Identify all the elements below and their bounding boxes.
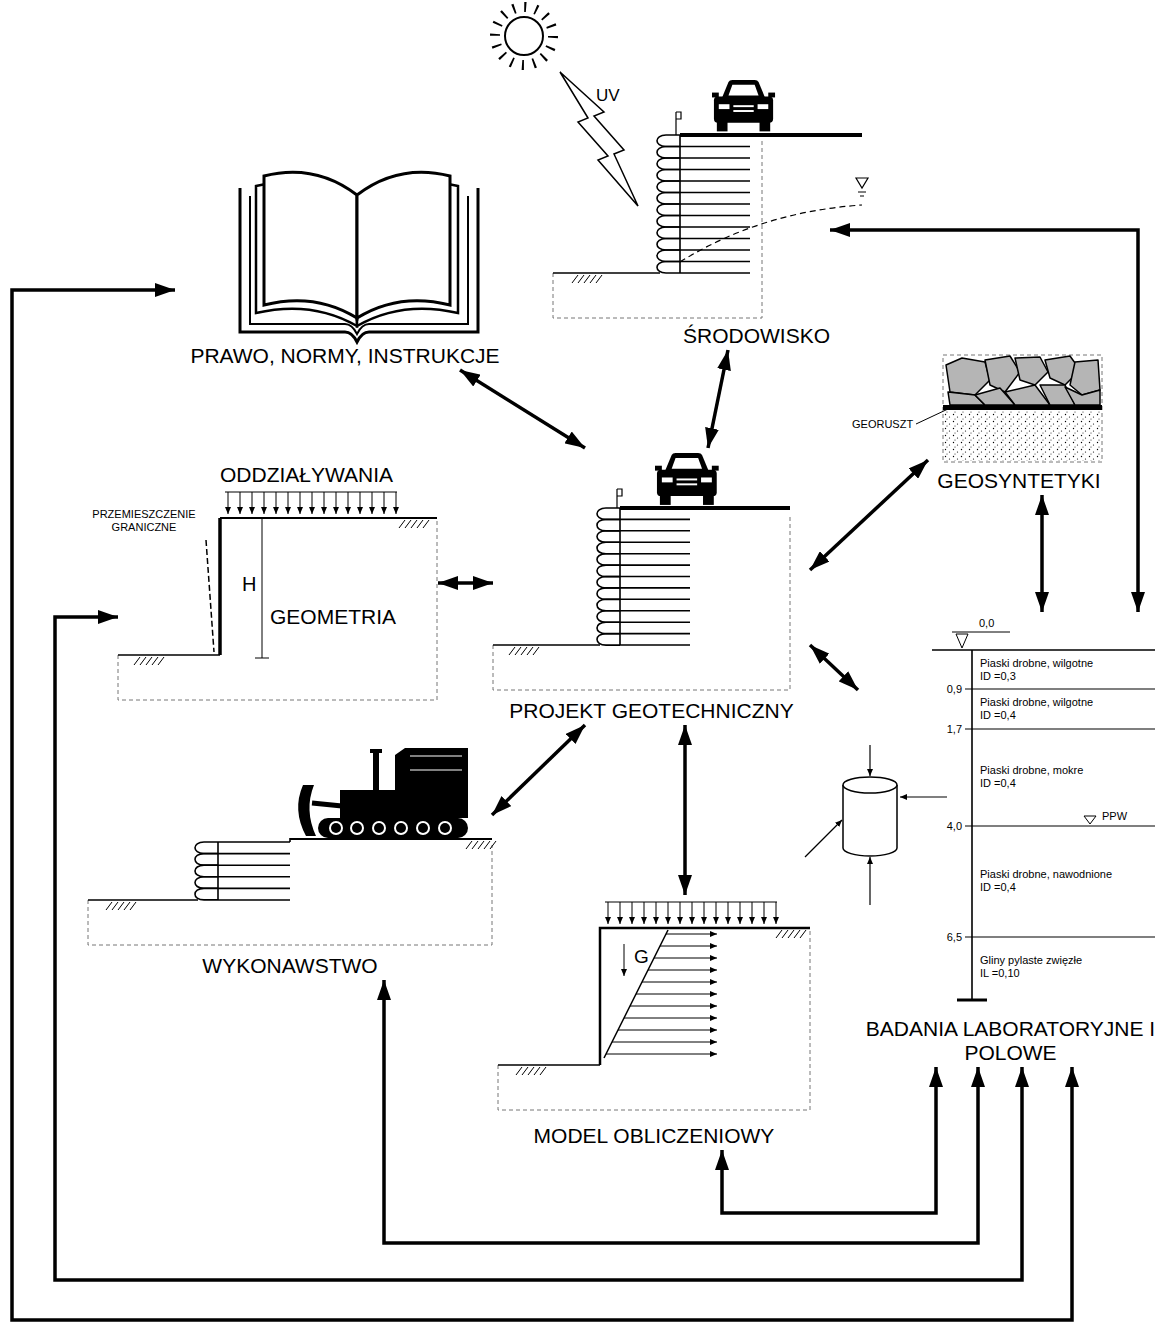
flow-arrow: [492, 725, 585, 815]
layer-description: Piaski drobne, mokre: [980, 764, 1083, 777]
layer-description: Piaski drobne, wilgotne: [980, 657, 1093, 670]
panel-caption: WYKONAWSTWO: [88, 954, 492, 978]
flow-arrow: [683, 725, 687, 895]
model-panel: MODEL OBLICZENIOWY: [498, 895, 810, 1150]
depth-value: 4,0: [947, 820, 962, 833]
geometry-panel: ODDZIAŁYWANIA GEOMETRIA: [118, 462, 438, 702]
layer-index: IL =0,10: [980, 967, 1020, 980]
flow-arrow: [438, 581, 493, 585]
flow-arrow: [830, 230, 1138, 612]
layer-index: ID =0,4: [980, 709, 1016, 722]
load-label: G: [634, 946, 649, 968]
flow-arrow: [1040, 495, 1044, 612]
environment-panel: ŚRODOWISKO: [553, 105, 830, 350]
depth-value: 1,7: [947, 723, 962, 736]
flow-arrow: [708, 350, 728, 448]
depth-value: 0,0: [979, 617, 994, 630]
panel-caption: ŚRODOWISKO: [683, 324, 830, 348]
layer-description: Gliny pylaste zwięzłe: [980, 954, 1082, 967]
layer-index: ID =0,4: [980, 777, 1016, 790]
panel-caption: PROJEKT GEOTECHNICZNY: [493, 699, 810, 723]
flow-arrow: [460, 370, 585, 448]
dimension-label: H: [242, 573, 256, 596]
geosynthetics-panel: GEOSYNTETYKI: [928, 352, 1110, 495]
callout-label: PRZEMIESZCZENIE GRANICZNE: [83, 508, 205, 534]
panel-heading: ODDZIAŁYWANIA: [220, 463, 393, 487]
panel-caption: GEOSYNTETYKI: [928, 469, 1110, 493]
panel-caption: PRAWO, NORMY, INSTRUKCJE: [175, 344, 515, 368]
layer-description: Piaski drobne, nawodnione: [980, 868, 1112, 881]
flow-arrow: [810, 460, 928, 570]
flow-arrow: [55, 617, 1022, 1280]
layer-description: Piaski drobne, wilgotne: [980, 696, 1093, 709]
flow-arrow: [810, 645, 858, 690]
design-panel: PROJEKT GEOTECHNICZNY: [493, 448, 810, 725]
layer-index: ID =0,4: [980, 881, 1016, 894]
depth-value: 0,9: [947, 683, 962, 696]
panel-caption: MODEL OBLICZENIOWY: [498, 1124, 810, 1148]
uv-label: UV: [596, 86, 620, 106]
law-panel: PRAWO, NORMY, INSTRUKCJE: [175, 168, 515, 370]
panel-heading: GEOMETRIA: [270, 605, 396, 629]
depth-value: 6,5: [947, 931, 962, 944]
panel-caption: BADANIA LABORATORYJNE I POLOWE: [858, 1017, 1163, 1065]
water-level-label: PPW: [1102, 810, 1127, 823]
callout-label: GEORUSZT: [852, 418, 913, 431]
layer-index: ID =0,3: [980, 670, 1016, 683]
flow-arrow: [12, 290, 1072, 1320]
construction-panel: WYKONAWSTWO: [88, 748, 492, 980]
